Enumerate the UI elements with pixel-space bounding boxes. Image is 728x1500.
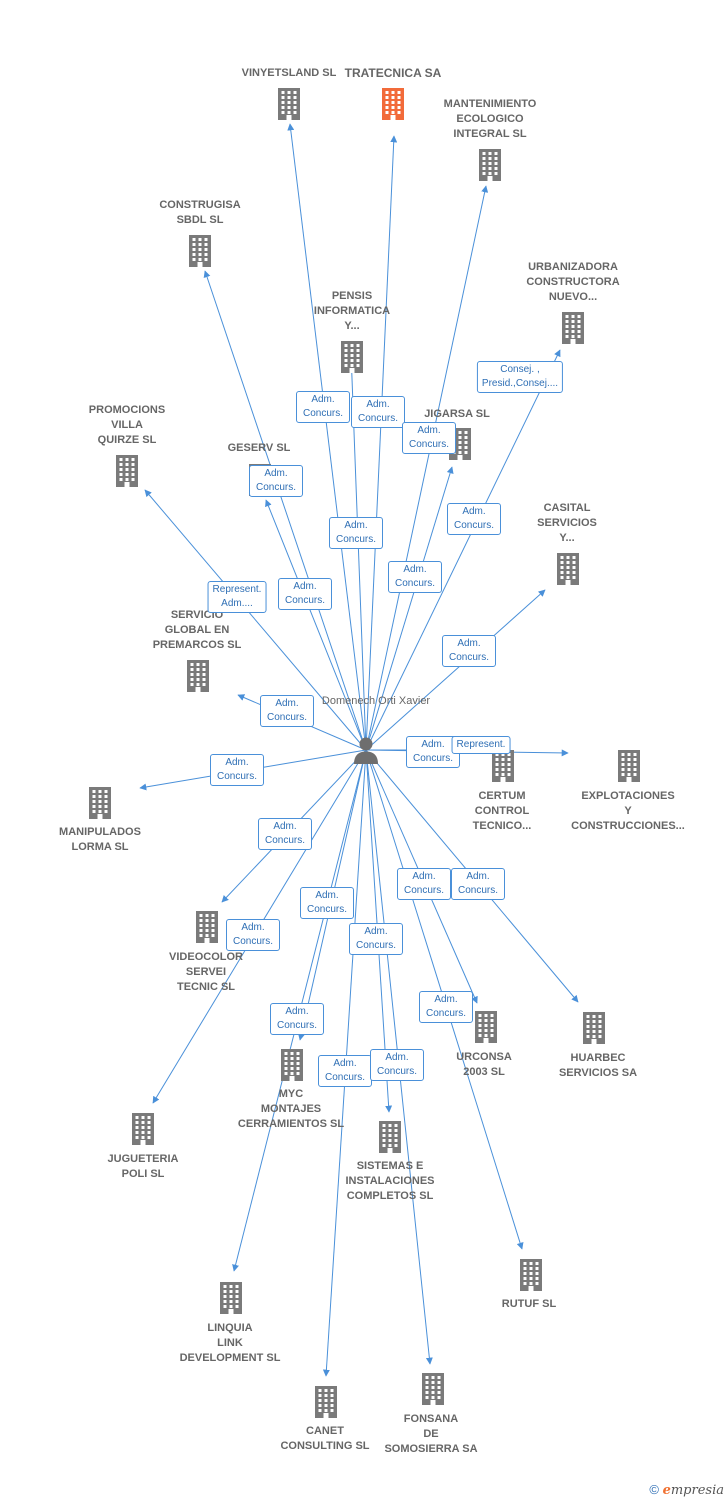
company-label-mantenimiento[interactable]: MANTENIMIENTO ECOLOGICO INTEGRAL SL (443, 98, 537, 140)
building-icon[interactable] (114, 454, 140, 488)
edge-jigarsa (365, 466, 454, 751)
role-badge[interactable]: Adm. Concurs. (329, 517, 383, 549)
edge-vinyetsland (287, 123, 367, 751)
company-label-geserv[interactable]: GESERV SL (227, 442, 291, 454)
role-badge[interactable]: Adm. Concurs. (300, 887, 354, 919)
person-icon[interactable] (351, 735, 381, 765)
role-badge[interactable]: Adm. Concurs. (258, 818, 312, 850)
footer-brand: © empresia (649, 1482, 724, 1498)
company-label-pensis[interactable]: PENSIS INFORMATICA Y... (313, 290, 391, 332)
building-icon[interactable] (380, 87, 406, 121)
company-label-casital[interactable]: CASITAL SERVICIOS Y... (537, 502, 597, 544)
brand-logo[interactable]: empresia (662, 1483, 724, 1498)
company-label-explotaciones[interactable]: EXPLOTACIONES Y CONSTRUCCIONES... (571, 790, 685, 832)
company-label-videocolor[interactable]: VIDEOCOLOR SERVEI TECNIC SL (169, 951, 243, 993)
company-label-rutuf[interactable]: RUTUF SL (501, 1298, 557, 1310)
company-label-promocions[interactable]: PROMOCIONS VILLA QUIRZE SL (88, 404, 166, 446)
building-icon[interactable] (518, 1258, 544, 1292)
role-badge[interactable]: Adm. Concurs. (397, 868, 451, 900)
role-badge[interactable]: Adm. Concurs. (370, 1049, 424, 1081)
company-label-jugueteria[interactable]: JUGUETERIA POLI SL (107, 1153, 179, 1180)
building-icon[interactable] (560, 311, 586, 345)
building-icon[interactable] (339, 340, 365, 374)
company-label-sistemas[interactable]: SISTEMAS E INSTALACIONES COMPLETOS SL (345, 1160, 435, 1202)
building-icon[interactable] (185, 659, 211, 693)
building-icon[interactable] (377, 1120, 403, 1154)
building-icon[interactable] (555, 552, 581, 586)
role-badge[interactable]: Represent. (451, 736, 511, 754)
company-label-urbanizadora[interactable]: URBANIZADORA CONSTRUCTORA NUEVO... (526, 261, 620, 303)
company-label-manipulados[interactable]: MANIPULADOS LORMA SL (59, 826, 141, 853)
role-badge[interactable]: Adm. Concurs. (402, 422, 456, 454)
company-label-vinyetsland[interactable]: VINYETSLAND SL (241, 67, 337, 79)
building-icon[interactable] (187, 234, 213, 268)
company-label-fonsana[interactable]: FONSANA DE SOMOSIERRA SA (384, 1413, 478, 1455)
building-icon[interactable] (218, 1281, 244, 1315)
role-badge[interactable]: Adm. Concurs. (270, 1003, 324, 1035)
building-icon[interactable] (194, 910, 220, 944)
edge-mantenimiento (365, 185, 489, 751)
edge-urbanizadora (365, 349, 561, 751)
company-label-myc[interactable]: MYC MONTAJES CERRAMIENTOS SL (237, 1088, 345, 1130)
role-badge[interactable]: Adm. Concurs. (406, 736, 460, 768)
building-icon[interactable] (313, 1385, 339, 1419)
role-badge[interactable]: Adm. Concurs. (210, 754, 264, 786)
role-badge[interactable]: Adm. Concurs. (351, 396, 405, 428)
edge-geserv (265, 499, 367, 751)
role-badge[interactable]: Adm. Concurs. (442, 635, 496, 667)
building-icon[interactable] (279, 1048, 305, 1082)
edge-tratecnica (365, 135, 398, 751)
role-badge[interactable]: Adm. Concurs. (349, 923, 403, 955)
company-label-huarbec[interactable]: HUARBEC SERVICIOS SA (558, 1052, 638, 1079)
role-badge[interactable]: Adm. Concurs. (388, 561, 442, 593)
center-person-name[interactable]: Domenech Orti Xavier (321, 695, 431, 707)
role-badge[interactable]: Adm. Concurs. (249, 465, 303, 497)
role-badge[interactable]: Adm. Concurs. (447, 503, 501, 535)
edge-casital (365, 589, 546, 751)
role-badge[interactable]: Adm. Concurs. (419, 991, 473, 1023)
role-badge[interactable]: Adm. Concurs. (278, 578, 332, 610)
role-badge[interactable]: Adm. Concurs. (296, 391, 350, 423)
company-label-canet[interactable]: CANET CONSULTING SL (280, 1425, 370, 1452)
building-icon[interactable] (477, 148, 503, 182)
company-label-tratecnica[interactable]: TRATECNICA SA (344, 66, 442, 80)
company-label-linquia[interactable]: LINQUIA LINK DEVELOPMENT SL (179, 1322, 281, 1364)
role-badge[interactable]: Represent. Adm.... (207, 581, 267, 613)
role-badge[interactable]: Consej. , Presid.,Consej.... (476, 361, 564, 393)
building-icon[interactable] (473, 1010, 499, 1044)
role-badge[interactable]: Adm. Concurs. (226, 919, 280, 951)
company-label-certum[interactable]: CERTUM CONTROL TECNICO... (472, 790, 532, 832)
building-icon[interactable] (581, 1011, 607, 1045)
building-icon[interactable] (490, 749, 516, 783)
building-icon[interactable] (87, 786, 113, 820)
company-label-construgisa[interactable]: CONSTRUGISA SBDL SL (159, 199, 241, 226)
company-label-urconsa[interactable]: URCONSA 2003 SL (456, 1051, 512, 1078)
company-label-jigarsa[interactable]: JIGARSA SL (424, 408, 490, 420)
building-icon[interactable] (616, 749, 642, 783)
role-badge[interactable]: Adm. Concurs. (318, 1055, 372, 1087)
role-badge[interactable]: Adm. Concurs. (260, 695, 314, 727)
building-icon[interactable] (130, 1112, 156, 1146)
company-label-servicio[interactable]: SERVICIO GLOBAL EN PREMARCOS SL (152, 609, 242, 651)
building-icon[interactable] (420, 1372, 446, 1406)
building-icon[interactable] (276, 87, 302, 121)
edge-promocions (144, 489, 367, 751)
copyright-symbol: © (649, 1482, 659, 1497)
edge-construgisa (203, 270, 367, 751)
role-badge[interactable]: Adm. Concurs. (451, 868, 505, 900)
